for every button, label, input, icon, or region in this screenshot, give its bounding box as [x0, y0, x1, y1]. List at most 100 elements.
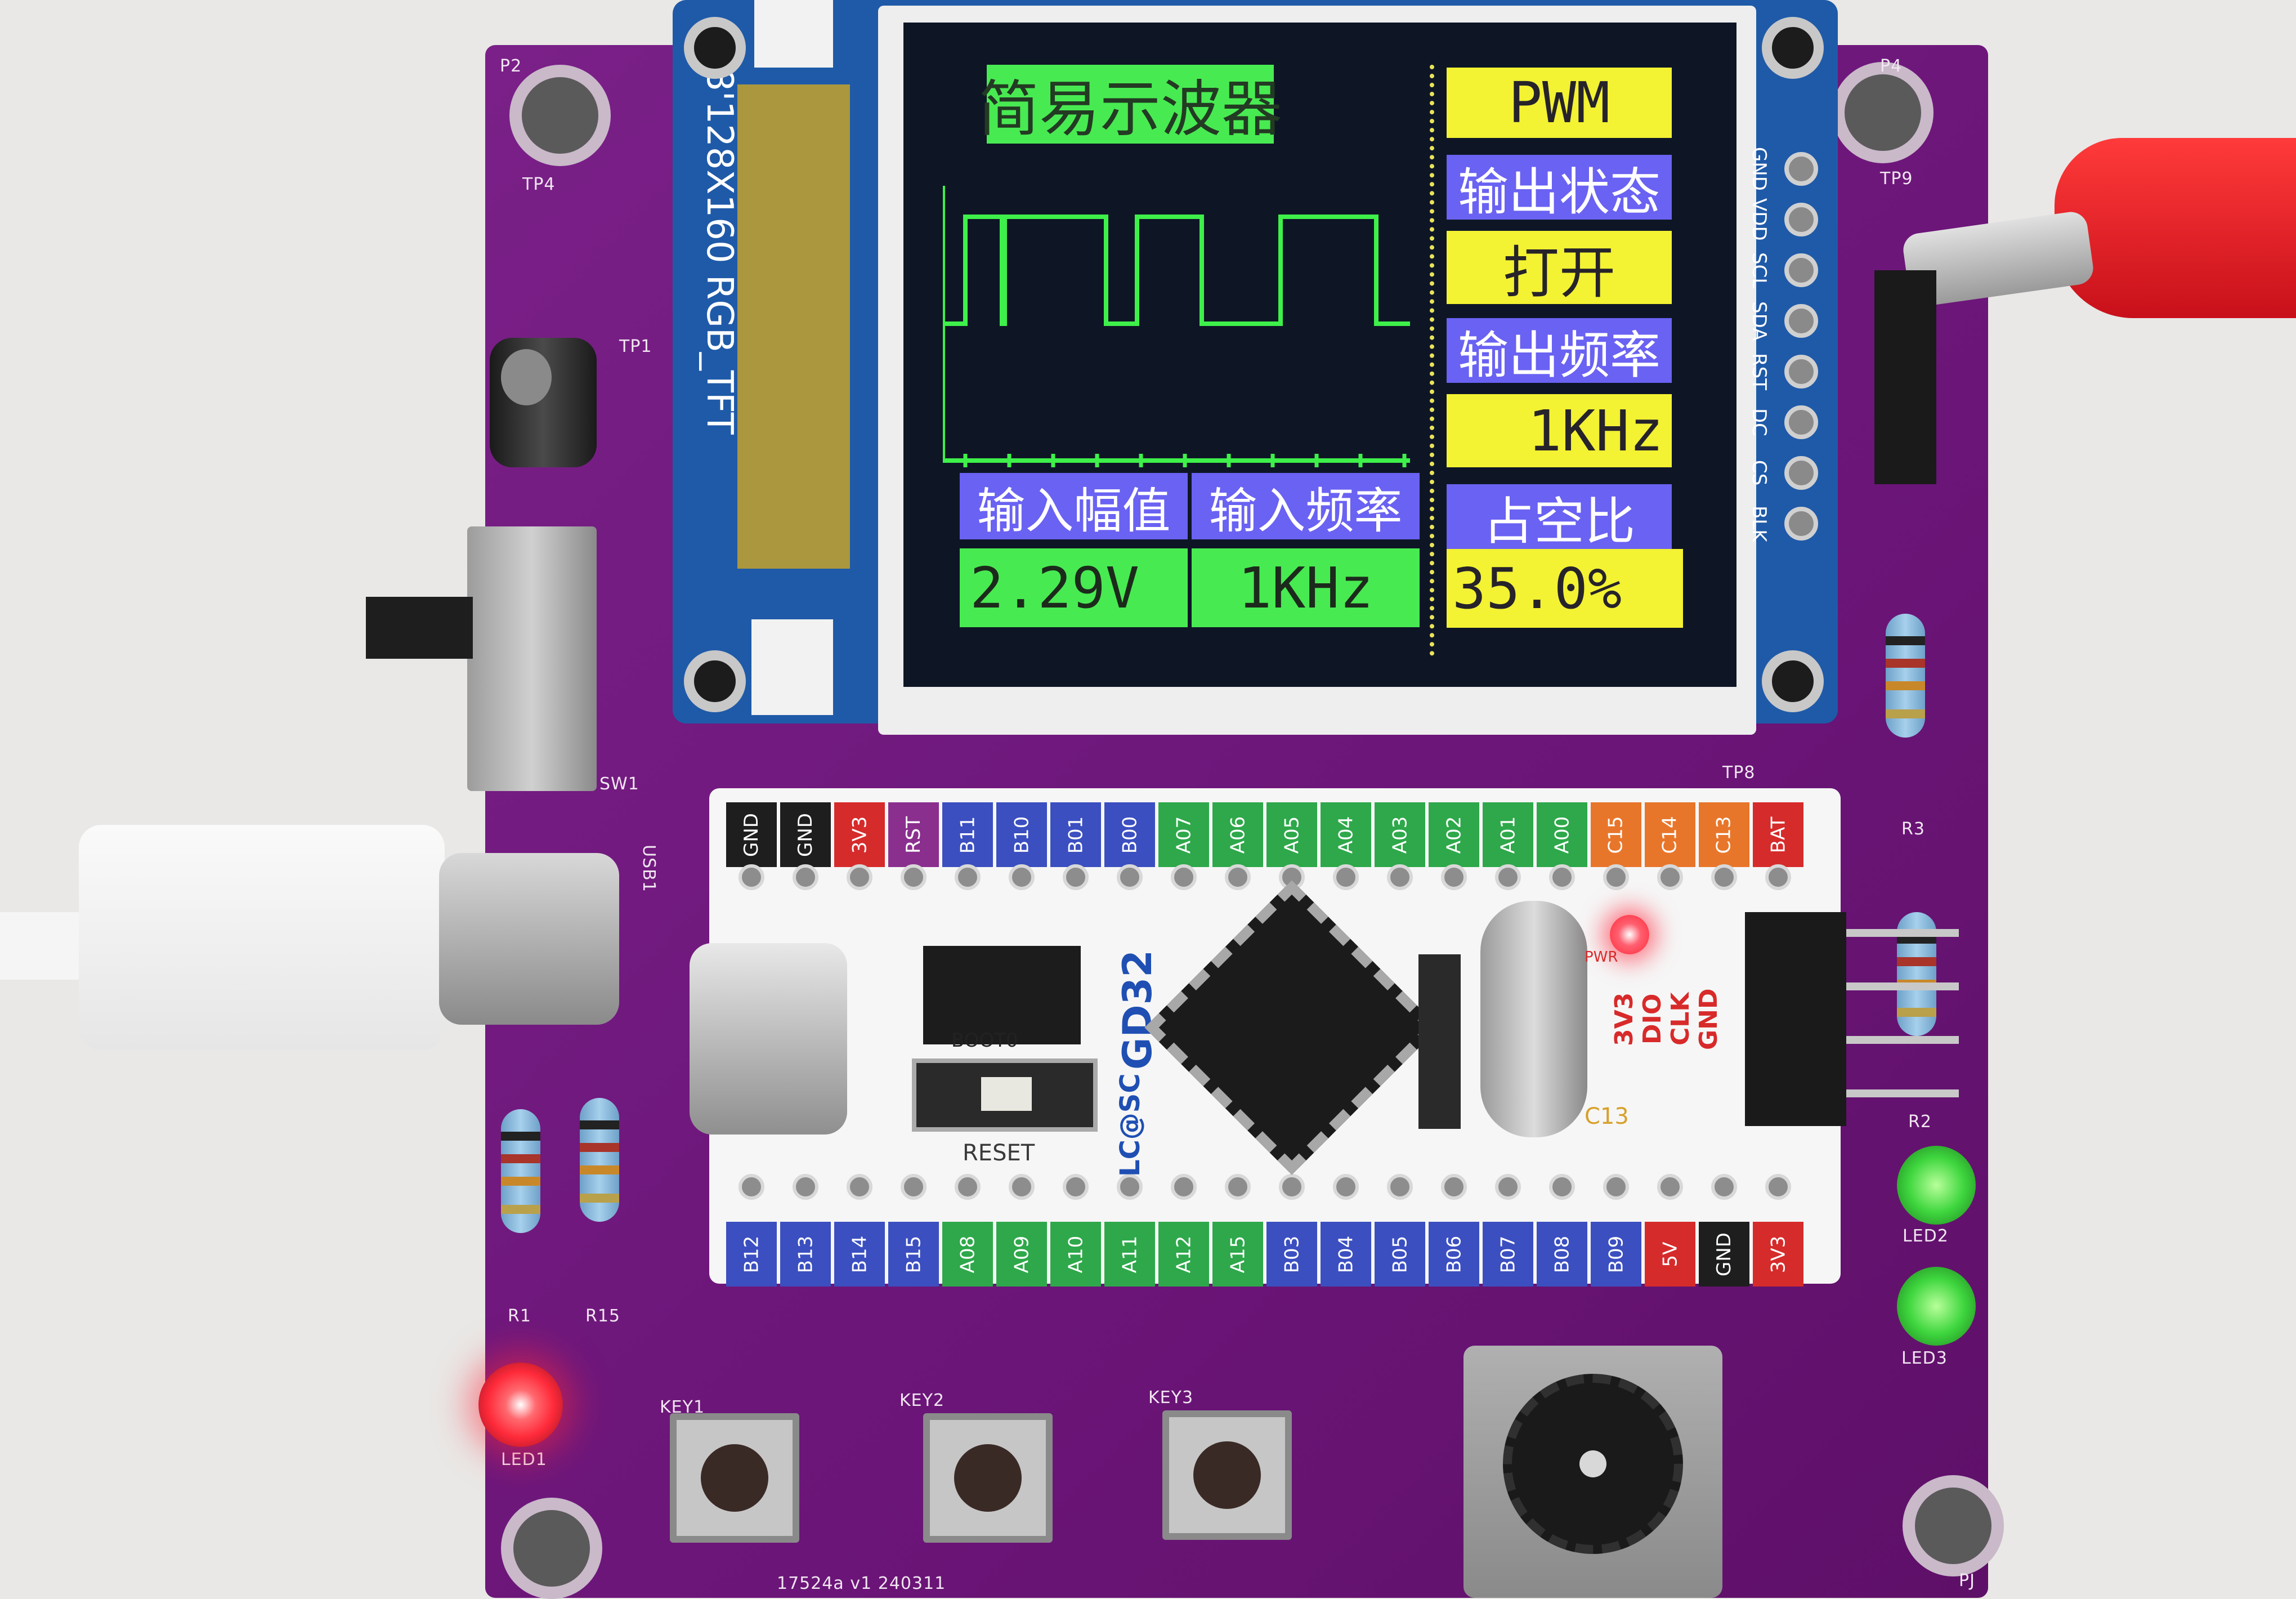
pin-label-text: B01	[1064, 816, 1087, 854]
pin-label-c14: C14	[1645, 802, 1695, 867]
pin-label-b06: B06	[1429, 1222, 1479, 1287]
key2-cap[interactable]	[954, 1444, 1022, 1512]
pin-3v3	[847, 864, 872, 890]
mounting-hole-top-right	[1832, 62, 1934, 163]
silk-led2: LED2	[1903, 1226, 1949, 1246]
tft-pin-label-dc: DC	[1748, 408, 1770, 436]
pin-b09	[1603, 1174, 1629, 1200]
pin-a00	[1549, 864, 1575, 890]
pin-label-text: B10	[1010, 816, 1033, 854]
pin-label-a04: A04	[1321, 802, 1371, 867]
pin-label-text: GND	[1713, 1232, 1735, 1276]
tft-hole-bottom-left	[684, 650, 746, 712]
silk-r2: R2	[1908, 1112, 1932, 1132]
pin-c15	[1603, 864, 1629, 890]
probe-clip-handle	[2055, 138, 2296, 318]
pin-label-text: GND	[794, 812, 817, 857]
key1-cap[interactable]	[701, 1444, 768, 1512]
key3-button[interactable]	[1162, 1410, 1292, 1540]
tft-pin-scl	[1784, 253, 1818, 287]
tft-pin-dc	[1784, 405, 1818, 439]
tft-pin-label-vdd: VDD	[1748, 198, 1770, 241]
test-header-right	[1874, 270, 1936, 484]
led2-green	[1897, 1146, 1976, 1225]
tft-pin-label-sda: SDA	[1748, 301, 1770, 341]
pin-a09	[1009, 1174, 1035, 1200]
silk-sw1: SW1	[599, 774, 639, 794]
brand-gd32: GD32	[1115, 950, 1161, 1070]
pin-label-gnd: GND	[1699, 1222, 1749, 1287]
reset-button-cap[interactable]	[981, 1077, 1032, 1111]
pin-label-3v3: 3V3	[1753, 1222, 1803, 1287]
swd-pin-4	[1846, 1089, 1959, 1097]
swd-pin-1	[1846, 929, 1959, 937]
pin-a15	[1225, 1174, 1251, 1200]
silk-tp1: TP1	[619, 337, 652, 356]
silk-led1: LED1	[501, 1450, 547, 1470]
pin-label-5v: 5V	[1645, 1222, 1695, 1287]
pin-label-a09: A09	[996, 1222, 1047, 1287]
pin-a04	[1333, 864, 1359, 890]
pin-label-text: B13	[794, 1235, 817, 1273]
pin-label-a01: A01	[1483, 802, 1533, 867]
pin-label-text: B07	[1497, 1235, 1519, 1273]
rotary-encoder[interactable]	[1463, 1346, 1722, 1598]
silk-p4: P4	[1880, 56, 1903, 76]
swd-label-dio: DIO	[1638, 993, 1667, 1045]
silk-key3: KEY3	[1148, 1388, 1194, 1408]
pin-label-text: A11	[1118, 1235, 1141, 1273]
pin-label-text: A12	[1172, 1235, 1195, 1273]
pin-b15	[901, 1174, 927, 1200]
key1-button[interactable]	[670, 1413, 799, 1543]
pin-label-a12: A12	[1158, 1222, 1209, 1287]
pin-a06	[1225, 864, 1251, 890]
pin-a02	[1441, 864, 1467, 890]
pin-label-b07: B07	[1483, 1222, 1533, 1287]
pin-a01	[1495, 864, 1521, 890]
waveform-trace	[943, 215, 1410, 326]
resistor-r15	[580, 1098, 619, 1222]
pin-label-text: A05	[1281, 816, 1303, 854]
rotary-encoder-knob[interactable]	[1503, 1374, 1683, 1554]
tft-hole-bottom-right	[1762, 650, 1824, 712]
swd-header[interactable]	[1745, 912, 1846, 1126]
silk-bottom-code: 17524a v1 240311	[777, 1574, 946, 1593]
pin-label-c15: C15	[1591, 802, 1641, 867]
pin-label-text: B09	[1605, 1235, 1627, 1273]
crystal-32k	[1418, 954, 1461, 1129]
pin-label-b10: B10	[996, 802, 1047, 867]
resistor-r3	[1886, 614, 1925, 738]
pin-5v	[1657, 1174, 1683, 1200]
key2-button[interactable]	[923, 1413, 1053, 1543]
pin-label-text: A07	[1172, 816, 1195, 854]
mounting-hole-bottom-left	[501, 1498, 602, 1599]
pin-label-text: B15	[902, 1235, 925, 1273]
boot-jumper[interactable]	[923, 946, 1081, 1044]
pin-b07	[1495, 1174, 1521, 1200]
logo-wrap: LC@SC	[1109, 1058, 1154, 1177]
pin-b00	[1117, 864, 1143, 890]
tft-model-text-wrap: 1.8'128X160 RGB_TFT	[695, 23, 740, 687]
pin-label-text: B05	[1389, 1235, 1411, 1273]
led1-red	[478, 1363, 563, 1447]
pin-label-text: BAT	[1767, 816, 1789, 853]
pin-label-b13: B13	[780, 1222, 831, 1287]
reset-button[interactable]	[912, 1058, 1098, 1132]
pin-label-a10: A10	[1050, 1222, 1101, 1287]
silk-pj: PJ	[1959, 1571, 1975, 1591]
pin-label-text: B00	[1118, 816, 1141, 854]
key3-cap[interactable]	[1193, 1441, 1261, 1509]
lcsc-logo: LC@SC	[1115, 1073, 1146, 1177]
pin-label-text: A04	[1335, 816, 1357, 854]
slide-switch-knob[interactable]	[366, 597, 473, 659]
pin-gnd	[1711, 1174, 1737, 1200]
output-freq-value: 1KHz	[1447, 394, 1672, 467]
pin-label-text: A01	[1497, 816, 1519, 854]
slide-switch[interactable]	[467, 526, 597, 791]
pin-label-gnd: GND	[726, 802, 777, 867]
silk-p2: P2	[500, 56, 522, 76]
pin-label-text: A06	[1227, 816, 1249, 854]
tft-pin-cs	[1784, 456, 1818, 490]
pin-label-b04: B04	[1321, 1222, 1371, 1287]
pin-label-a06: A06	[1212, 802, 1263, 867]
